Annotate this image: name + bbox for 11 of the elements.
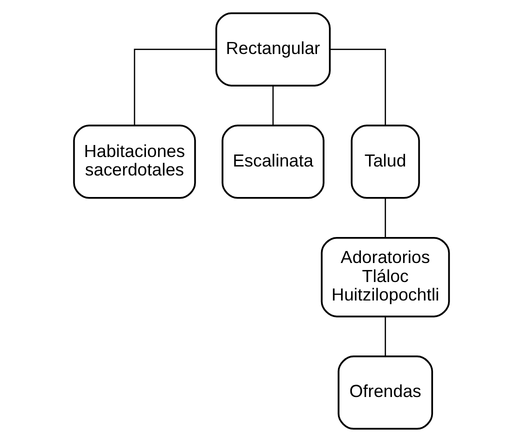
node-box: Rectangular [215,12,331,86]
node-box: Escalinata [222,124,324,199]
node-box: Habitaciones sacerdotales [73,124,196,199]
node-box: Adoratorios Tláloc Huitzilopochtli [320,236,450,318]
node-box: Ofrendas [338,356,434,430]
connector [384,198,386,238]
node-box: Talud [350,124,420,199]
connector [134,48,216,125]
connector [330,48,386,125]
connector [384,316,386,356]
connector [272,86,274,126]
